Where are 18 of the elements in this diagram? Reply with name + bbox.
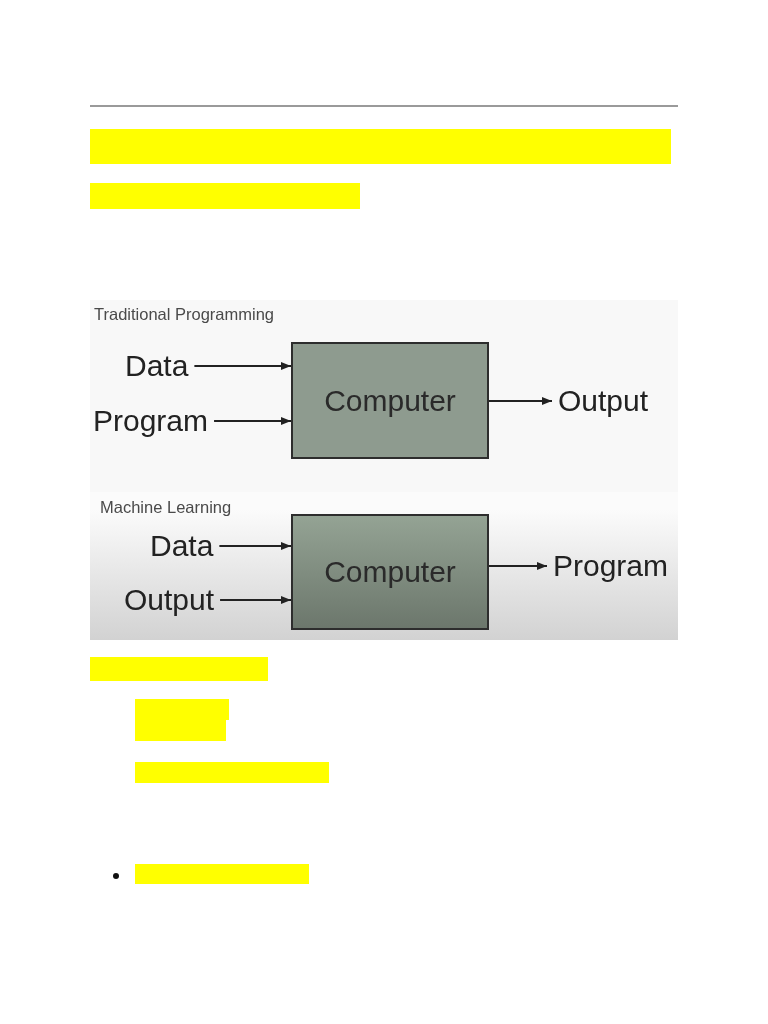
process-box: Computer bbox=[291, 342, 489, 459]
arrow bbox=[193, 362, 292, 370]
flow-label: Data bbox=[150, 528, 214, 564]
flow-label: Data bbox=[125, 348, 189, 384]
arrow bbox=[218, 542, 292, 550]
flow-label: Program bbox=[93, 403, 209, 439]
arrow bbox=[488, 397, 553, 405]
arrow bbox=[488, 562, 548, 570]
flow-label: Output bbox=[558, 383, 649, 419]
panel-heading: Traditional Programming bbox=[94, 304, 275, 324]
diagram-panel bbox=[90, 492, 678, 640]
arrow bbox=[219, 596, 292, 604]
arrow bbox=[213, 417, 292, 425]
diagram-panel bbox=[90, 300, 678, 492]
flow-label: Output bbox=[124, 582, 215, 618]
process-box: Computer bbox=[291, 514, 489, 630]
flow-label: Program bbox=[553, 548, 669, 584]
panel-heading: Machine Learning bbox=[100, 497, 232, 517]
